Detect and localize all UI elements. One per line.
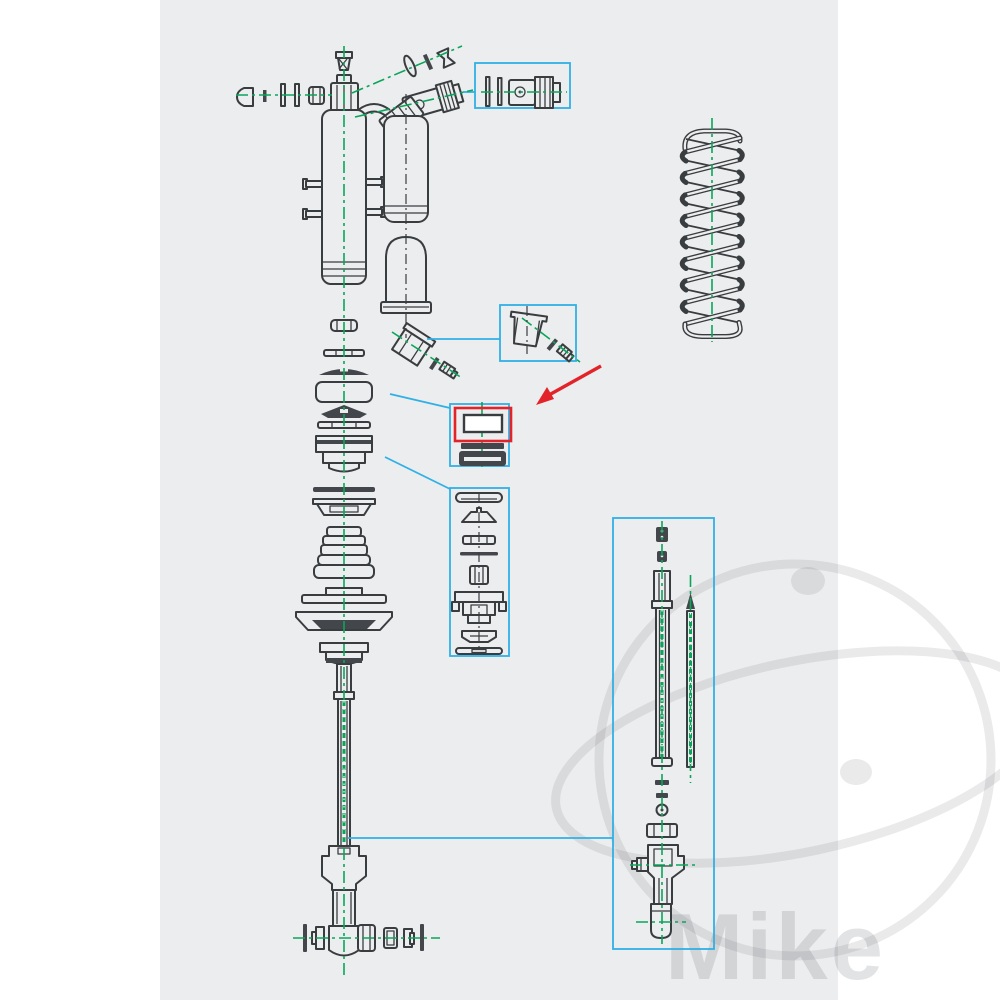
compression-adjuster-assembly <box>391 322 459 380</box>
watermark-orbit <box>551 646 1000 868</box>
highlight-annotation <box>453 364 602 443</box>
watermark: Mike <box>551 559 1000 999</box>
callout-box <box>499 304 577 362</box>
callout-seal-detail <box>449 402 510 470</box>
centerlines <box>236 45 713 975</box>
highlight-red-box <box>453 406 513 443</box>
highlight-arrow-shaft <box>548 364 602 397</box>
callout-box <box>612 517 715 950</box>
callout-box <box>449 487 510 657</box>
leader-lines <box>348 91 613 839</box>
exploded-diagram <box>236 45 745 975</box>
highlight-arrow-head <box>536 387 554 405</box>
watermark-dot <box>791 567 825 595</box>
callout-box <box>474 62 571 109</box>
watermark-circle <box>594 559 996 961</box>
shock-body <box>302 109 386 285</box>
callout-adjuster-detail <box>499 304 577 363</box>
watermark-dot <box>840 759 872 785</box>
highlighted-seal-part <box>462 413 504 434</box>
watermark-text: Mike <box>665 894 886 999</box>
